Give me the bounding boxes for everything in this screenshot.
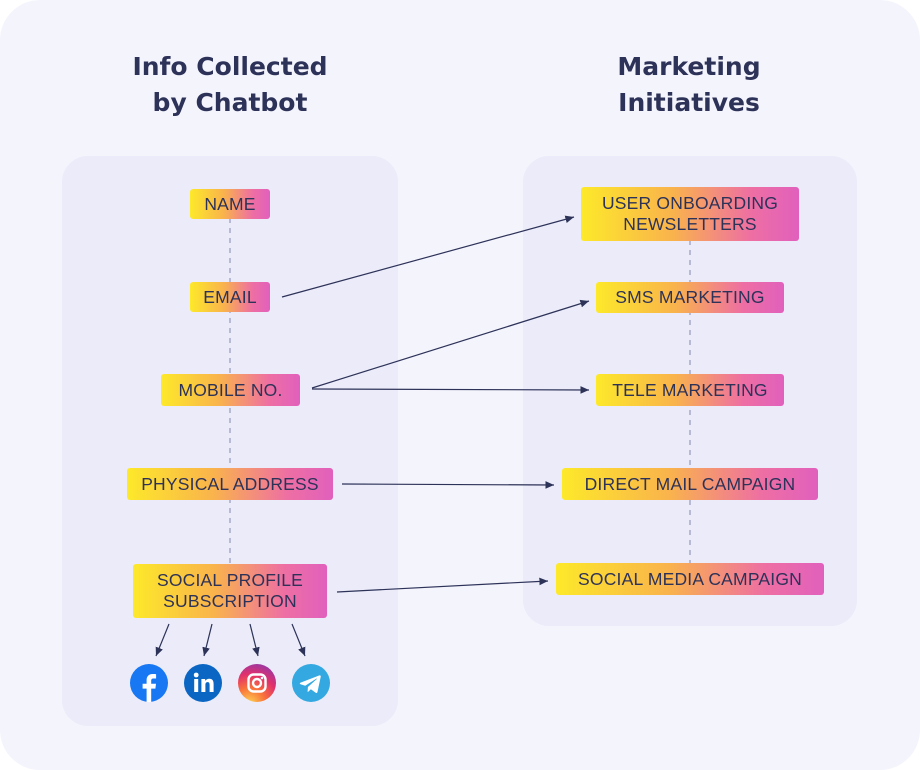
tag-tele-marketing: TELE MARKETING <box>596 374 784 406</box>
tag-email: EMAIL <box>190 282 270 312</box>
tag-social-media: SOCIAL MEDIA CAMPAIGN <box>556 563 824 595</box>
tag-social-profile: SOCIAL PROFILE SUBSCRIPTION <box>133 564 327 618</box>
arrow-social-socialmedia <box>336 577 549 593</box>
arrow-mobile-sms <box>311 299 590 389</box>
arrow-to-instagram <box>249 623 260 657</box>
arrow-to-facebook <box>155 623 170 657</box>
arrow-mobile-tele <box>311 386 590 394</box>
right-heading: Marketing Initiatives <box>617 52 761 117</box>
tag-physical-address: PHYSICAL ADDRESS <box>127 468 333 500</box>
tag-mobile: MOBILE NO. <box>161 374 300 406</box>
tag-name: NAME <box>190 189 270 219</box>
arrow-to-linkedin <box>202 623 213 657</box>
arrow-to-telegram <box>291 623 306 657</box>
tag-user-onboarding: USER ONBOARDING NEWSLETTERS <box>581 187 799 241</box>
arrow-email-onboarding <box>281 215 575 298</box>
instagram-icon <box>238 664 276 702</box>
telegram-icon <box>292 664 330 702</box>
linkedin-icon <box>184 664 222 702</box>
tag-sms-marketing: SMS MARKETING <box>596 282 784 313</box>
tag-direct-mail: DIRECT MAIL CAMPAIGN <box>562 468 818 500</box>
left-heading: Info Collected by Chatbot <box>132 52 328 117</box>
arrow-address-directmail <box>341 481 555 489</box>
facebook-icon <box>130 664 168 702</box>
